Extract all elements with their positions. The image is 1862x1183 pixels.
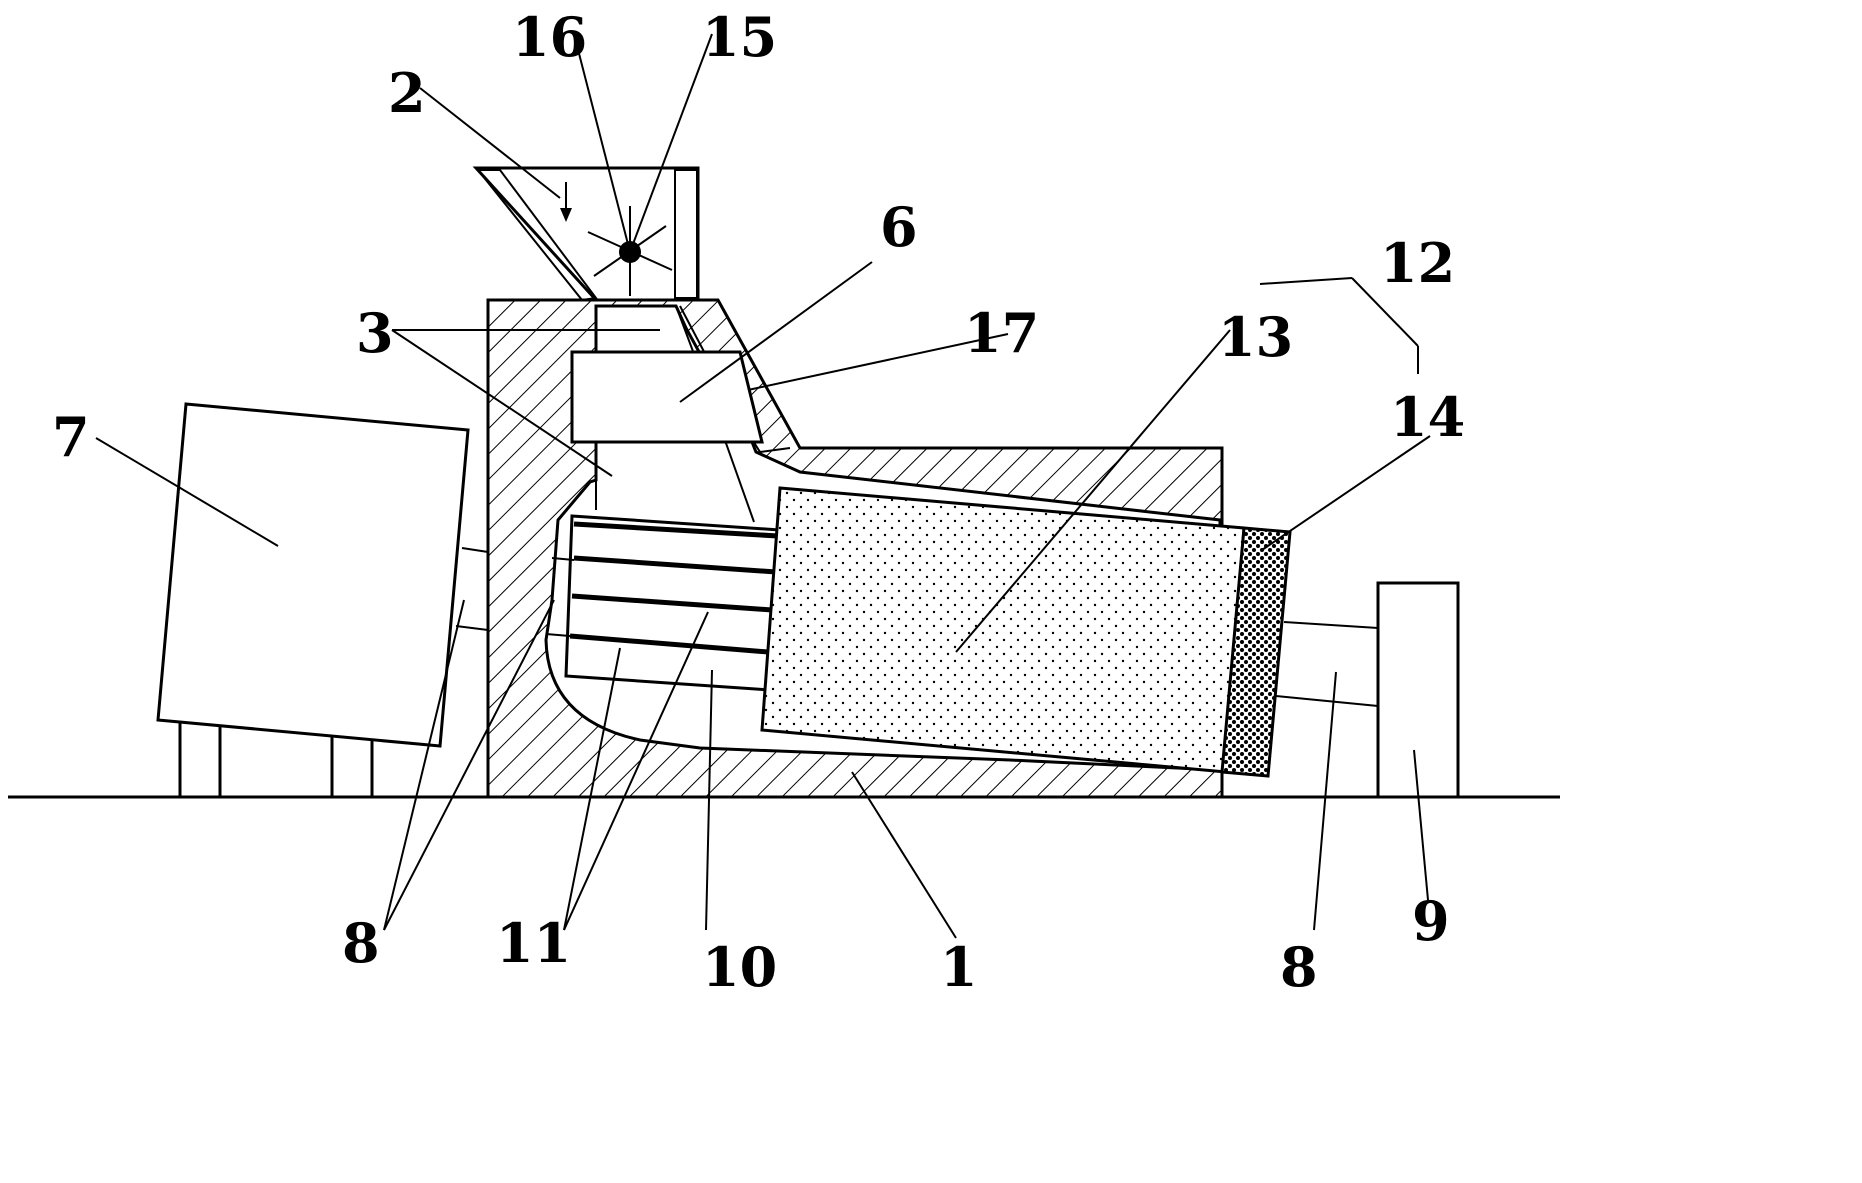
label-8-right: 8 [1280, 935, 1318, 996]
label-10: 10 [702, 935, 777, 996]
label-9: 9 [1412, 889, 1450, 953]
label-17: 17 [964, 301, 1039, 365]
label-1: 1 [940, 935, 978, 996]
motor-9 [1376, 581, 1460, 799]
label-12: 12 [1380, 231, 1455, 295]
flow-arrowhead [560, 208, 572, 222]
label-16: 16 [512, 5, 587, 69]
rod-2 [573, 555, 777, 575]
label-6: 6 [880, 195, 918, 259]
hopper-left-liner [475, 169, 598, 302]
motor-7 [156, 402, 470, 748]
inner-shaft-bottom [545, 633, 571, 637]
right-shaft-bottom [1275, 695, 1379, 707]
hopper [472, 166, 700, 302]
right-shaft-top [1283, 621, 1379, 629]
housing [486, 298, 1224, 799]
rod-4 [569, 633, 769, 655]
label-7: 7 [52, 405, 90, 469]
inner-shaft-top [551, 557, 575, 561]
drum-end-cap [1220, 526, 1292, 778]
label-2: 2 [388, 61, 426, 125]
label-11: 11 [496, 911, 571, 975]
component-6 [570, 350, 764, 444]
label-14: 14 [1390, 385, 1465, 449]
label-8-left: 8 [342, 911, 380, 975]
hopper-right-liner [674, 169, 698, 299]
patent-diagram: 2 16 15 3 6 17 12 13 14 7 8 11 10 1 8 9 [8, 5, 1560, 996]
rod-1 [573, 521, 779, 539]
rod-3 [571, 593, 773, 613]
left-shaft-top [461, 547, 489, 553]
label-13: 13 [1218, 305, 1293, 369]
label-3: 3 [356, 301, 394, 365]
motor-7-legs [178, 722, 374, 797]
left-shaft-bottom [455, 625, 489, 631]
label-15: 15 [702, 5, 777, 69]
drum [760, 486, 1246, 774]
leader-lines [95, 33, 1431, 939]
